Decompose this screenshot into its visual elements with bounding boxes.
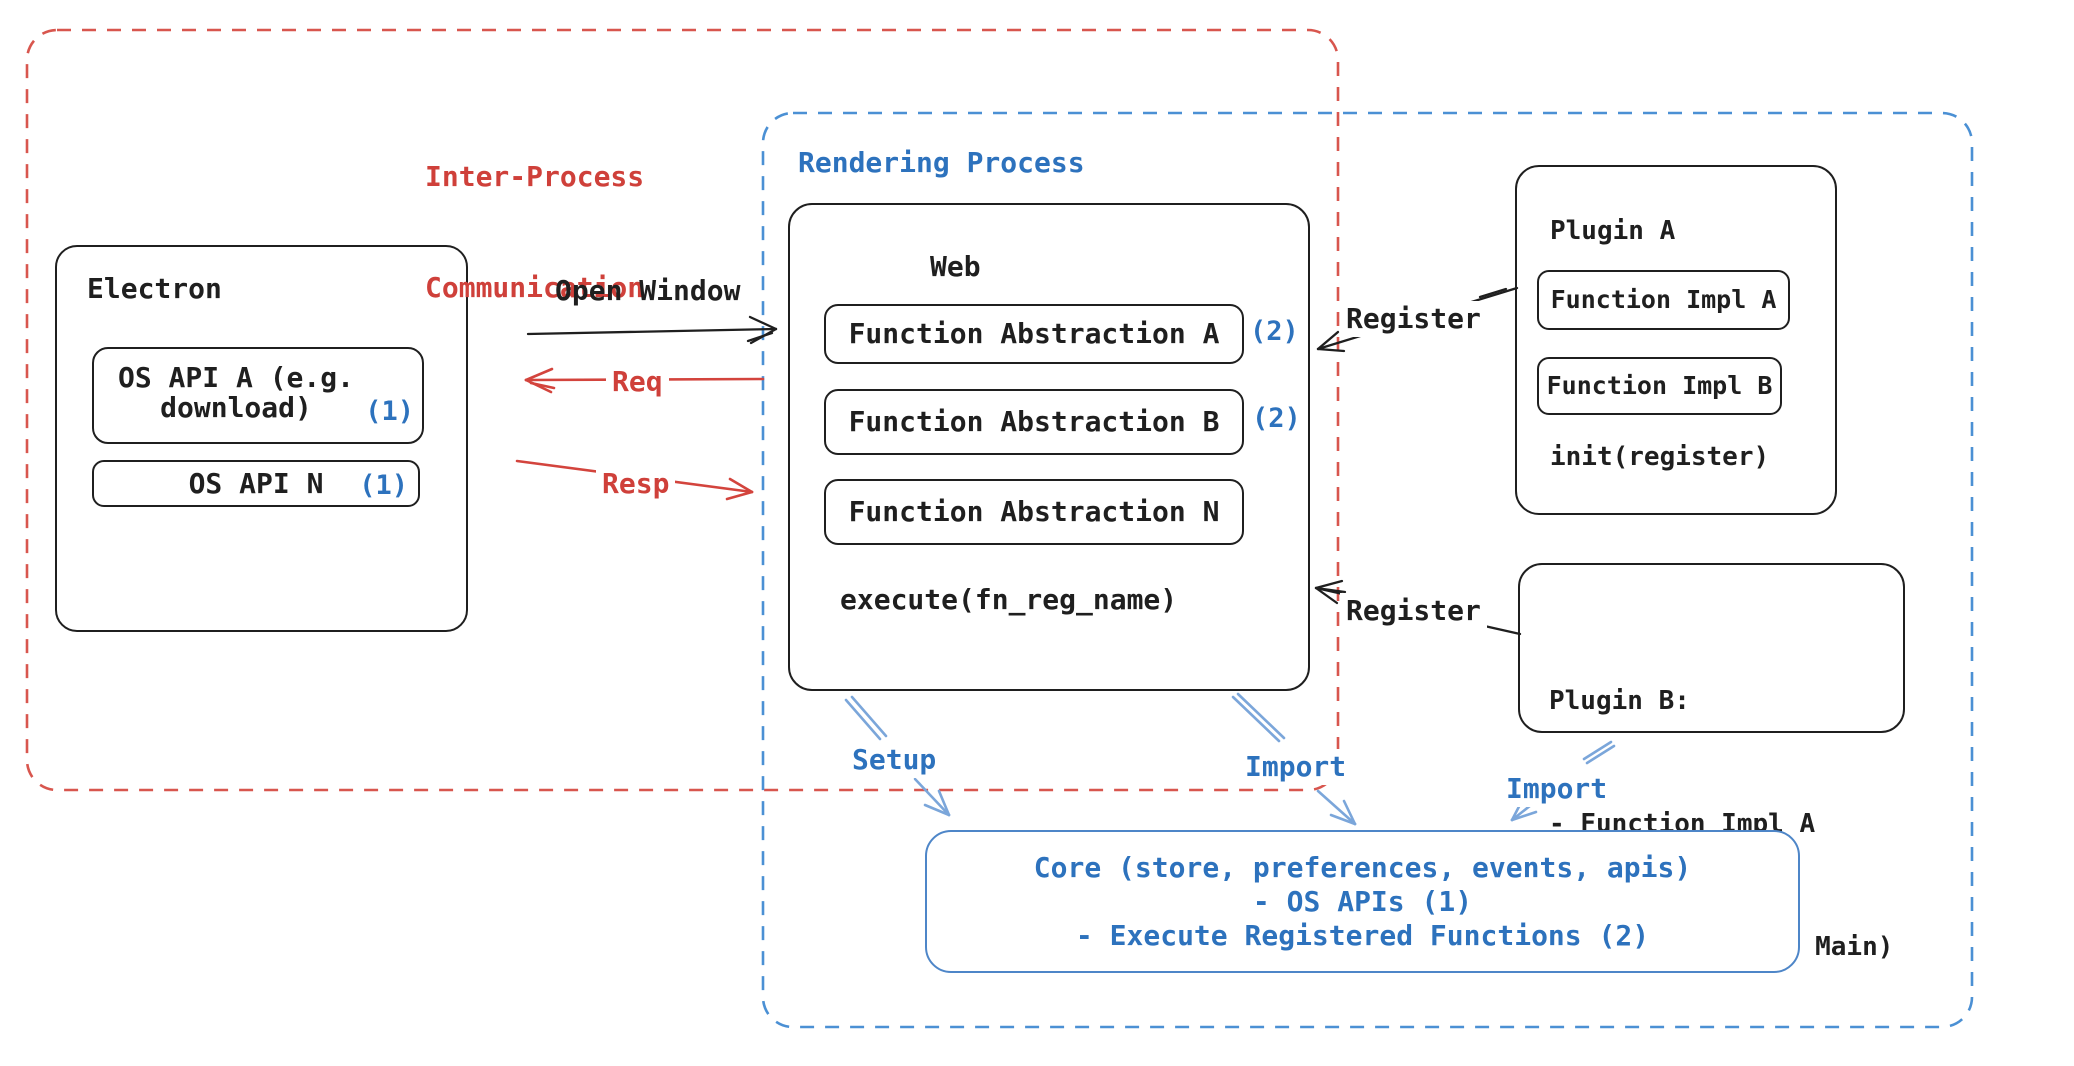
plugin-b-box: Plugin B: - Function Impl A - Module (ru… (1518, 563, 1905, 962)
execute-label: execute(fn_reg_name) (840, 583, 1178, 616)
core-box: Core (store, preferences, events, apis) … (925, 830, 1800, 973)
electron-box: Electron OS API A (e.g. download) (1) OS… (55, 245, 468, 632)
web-box: Web Function Abstraction A Function Abst… (788, 203, 1310, 691)
os-api-n-box: OS API N (1) (92, 460, 420, 507)
register-top-label: Register (1340, 301, 1487, 337)
init-register-label: init(register) (1550, 442, 1770, 472)
setup-label: Setup (846, 742, 943, 778)
web-title: Web (930, 250, 981, 283)
import-mid-label: Import (1239, 749, 1353, 785)
function-impl-b-box: Function Impl B (1537, 357, 1782, 415)
os-api-a-line2: download) (160, 391, 312, 424)
function-abstraction-b-box: Function Abstraction B (824, 389, 1244, 455)
fa-b-badge: (2) (1252, 403, 1301, 434)
core-line3: - Execute Registered Functions (2) (1075, 918, 1650, 952)
plugin-a-title: Plugin A (1550, 216, 1676, 246)
ipc-label-line1: Inter-Process (425, 160, 645, 193)
function-impl-a-box: Function Impl A (1537, 270, 1790, 330)
req-label: Req (606, 364, 669, 400)
open-window-label: Open Window (555, 274, 741, 307)
core-line2: - OS APIs (1) (1252, 884, 1473, 918)
electron-title: Electron (87, 272, 222, 305)
function-abstraction-n-box: Function Abstraction N (824, 479, 1244, 545)
os-api-n-badge: (1) (359, 470, 408, 501)
os-api-a-line1: OS API A (e.g. (117, 361, 354, 394)
register-bottom-label: Register (1340, 593, 1487, 629)
os-api-a-box: OS API A (e.g. download) (1) (92, 347, 424, 444)
os-api-n-label: OS API N (188, 466, 324, 500)
ipc-region-label: Inter-Process Communication (425, 84, 644, 380)
resp-label: Resp (596, 466, 676, 502)
plugin-b-text: Plugin B: - Function Impl A - Module (ru… (1549, 599, 1893, 1050)
plugin-a-box: Plugin A Function Impl A Function Impl B… (1515, 165, 1837, 515)
rendering-region-label: Rendering Process (798, 146, 1085, 179)
os-api-a-text: OS API A (e.g. download) (94, 363, 378, 423)
function-abstraction-a-box: Function Abstraction A (824, 304, 1244, 364)
core-line1: Core (store, preferences, events, apis) (1033, 850, 1692, 884)
plugin-b-line1: Plugin B: (1549, 686, 1690, 716)
import-right-label: Import (1500, 771, 1614, 807)
fa-a-badge: (2) (1250, 316, 1299, 347)
os-api-a-badge: (1) (365, 396, 414, 427)
